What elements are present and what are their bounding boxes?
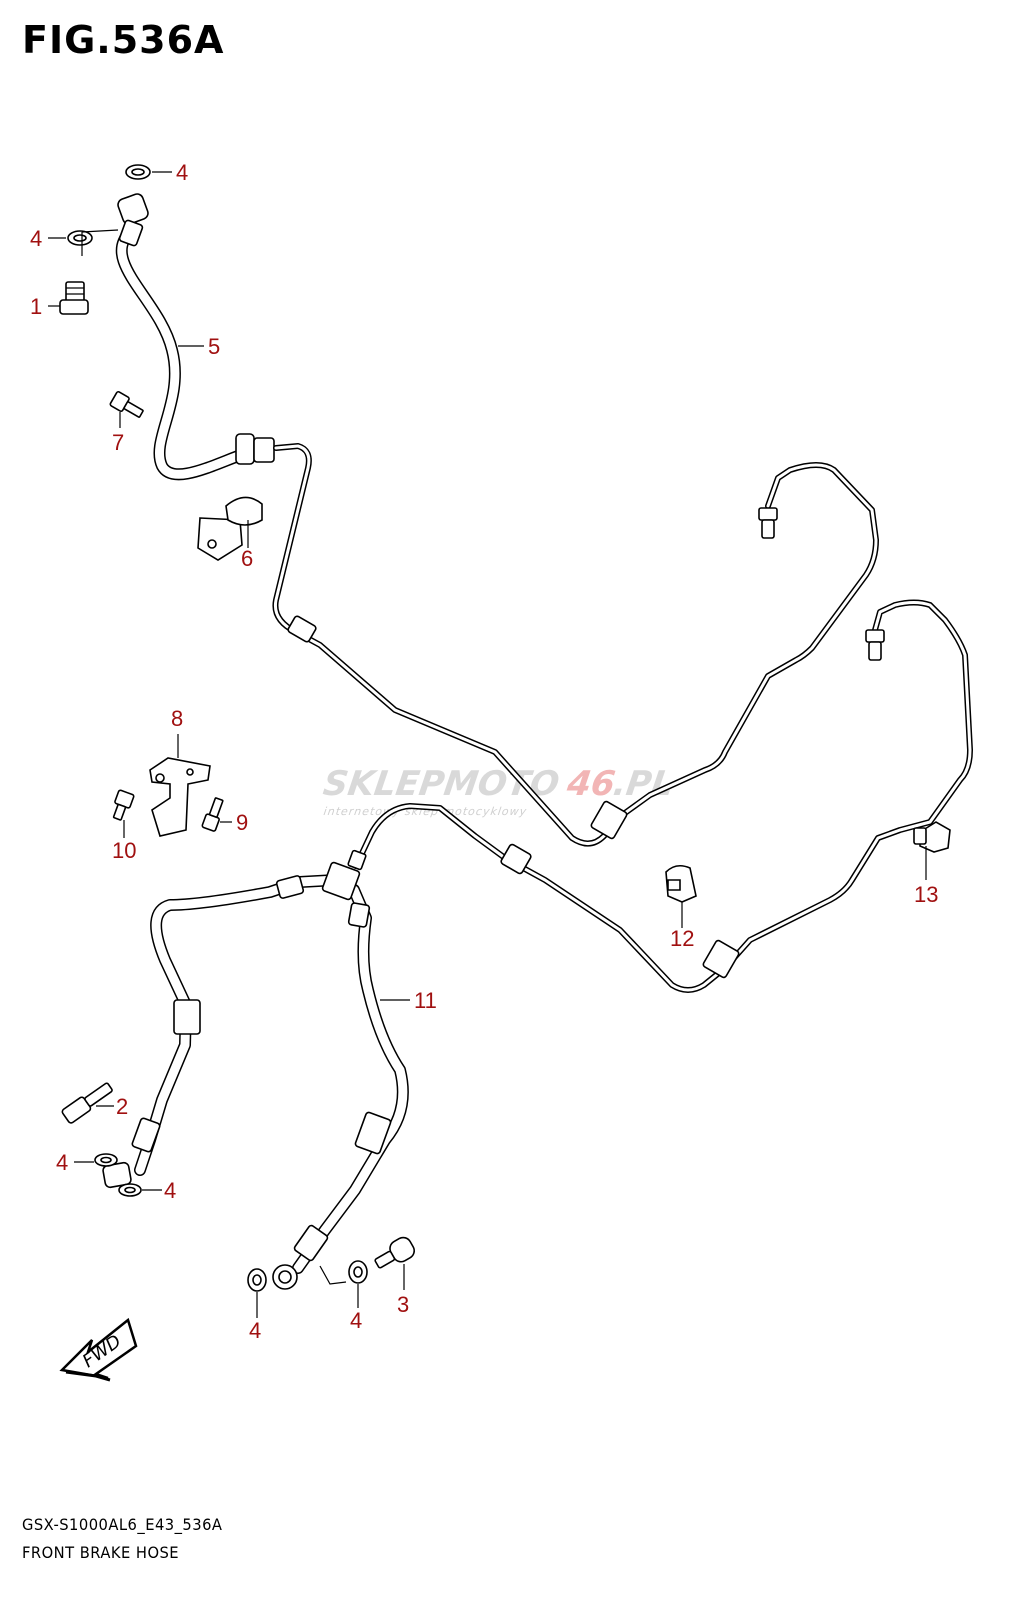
washer-4-upper-left: [67, 230, 93, 246]
washer-4-top: [125, 164, 151, 180]
callout-8: 8: [171, 706, 183, 731]
pipe-clip-12: [665, 864, 697, 903]
bleeder-bolt-3: [374, 1236, 415, 1269]
callout-4-lower-left-a: 4: [56, 1150, 68, 1175]
callout-6: 6: [241, 546, 253, 571]
callout-3: 3: [397, 1292, 409, 1317]
lower-brake-hose: [102, 849, 409, 1290]
leader-lines: [48, 171, 927, 1318]
callout-4-lower-left-b: 4: [164, 1178, 176, 1203]
bolt-7: [109, 391, 144, 418]
callout-11: 11: [414, 988, 437, 1013]
callout-12: 12: [670, 926, 694, 951]
callout-4-bottom-a: 4: [249, 1318, 261, 1343]
figure-code: GSX-S1000AL6_E43_536A: [22, 1515, 223, 1534]
callout-4-bottom-b: 4: [350, 1308, 362, 1333]
callout-13: 13: [914, 882, 938, 907]
bolt-9: [201, 797, 224, 832]
bolt-10: [112, 789, 135, 821]
figure-title: FIG.536A: [22, 18, 225, 62]
hose-junction-block: [321, 849, 367, 901]
hose-clamp-6: [197, 496, 263, 561]
washer-4-bottom-a: [247, 1268, 267, 1292]
fwd-arrow: FWD: [59, 1317, 138, 1382]
pipe-clip-13: [913, 821, 951, 853]
pipe-end-fitting-2: [865, 629, 885, 661]
washer-4-bottom-b: [348, 1260, 368, 1284]
callouts: 4 4 1 5 7 6 8 9 10 11 12 13 2 4 4 4 4 3: [30, 160, 938, 1343]
callout-10: 10: [112, 838, 136, 863]
callout-4-upper-left: 4: [30, 226, 42, 251]
watermark-number: 46: [564, 764, 618, 804]
bracket-8: [149, 757, 211, 837]
brake-pipe-lower: [353, 599, 973, 993]
callout-2: 2: [116, 1094, 128, 1119]
pipe-end-fitting-1: [758, 507, 778, 539]
callout-7: 7: [112, 430, 124, 455]
callout-1: 1: [30, 294, 42, 319]
union-bolt-1: [59, 281, 89, 315]
union-bolt-2: [61, 1082, 113, 1124]
figure-name: FRONT BRAKE HOSE: [22, 1543, 180, 1562]
washer-4-lower-left-a: [94, 1153, 118, 1167]
upper-hose-joint: [235, 433, 255, 465]
watermark-subtitle: internetowy sklep motocyklowy: [323, 805, 528, 818]
washer-4-lower-left-b: [118, 1183, 142, 1197]
callout-4-top: 4: [176, 160, 188, 185]
upper-banjo-fitting: [117, 193, 149, 247]
callout-9: 9: [236, 810, 248, 835]
callout-5: 5: [208, 334, 220, 359]
upper-brake-hose: [115, 193, 275, 481]
brake-pipe-upper: [272, 443, 879, 847]
